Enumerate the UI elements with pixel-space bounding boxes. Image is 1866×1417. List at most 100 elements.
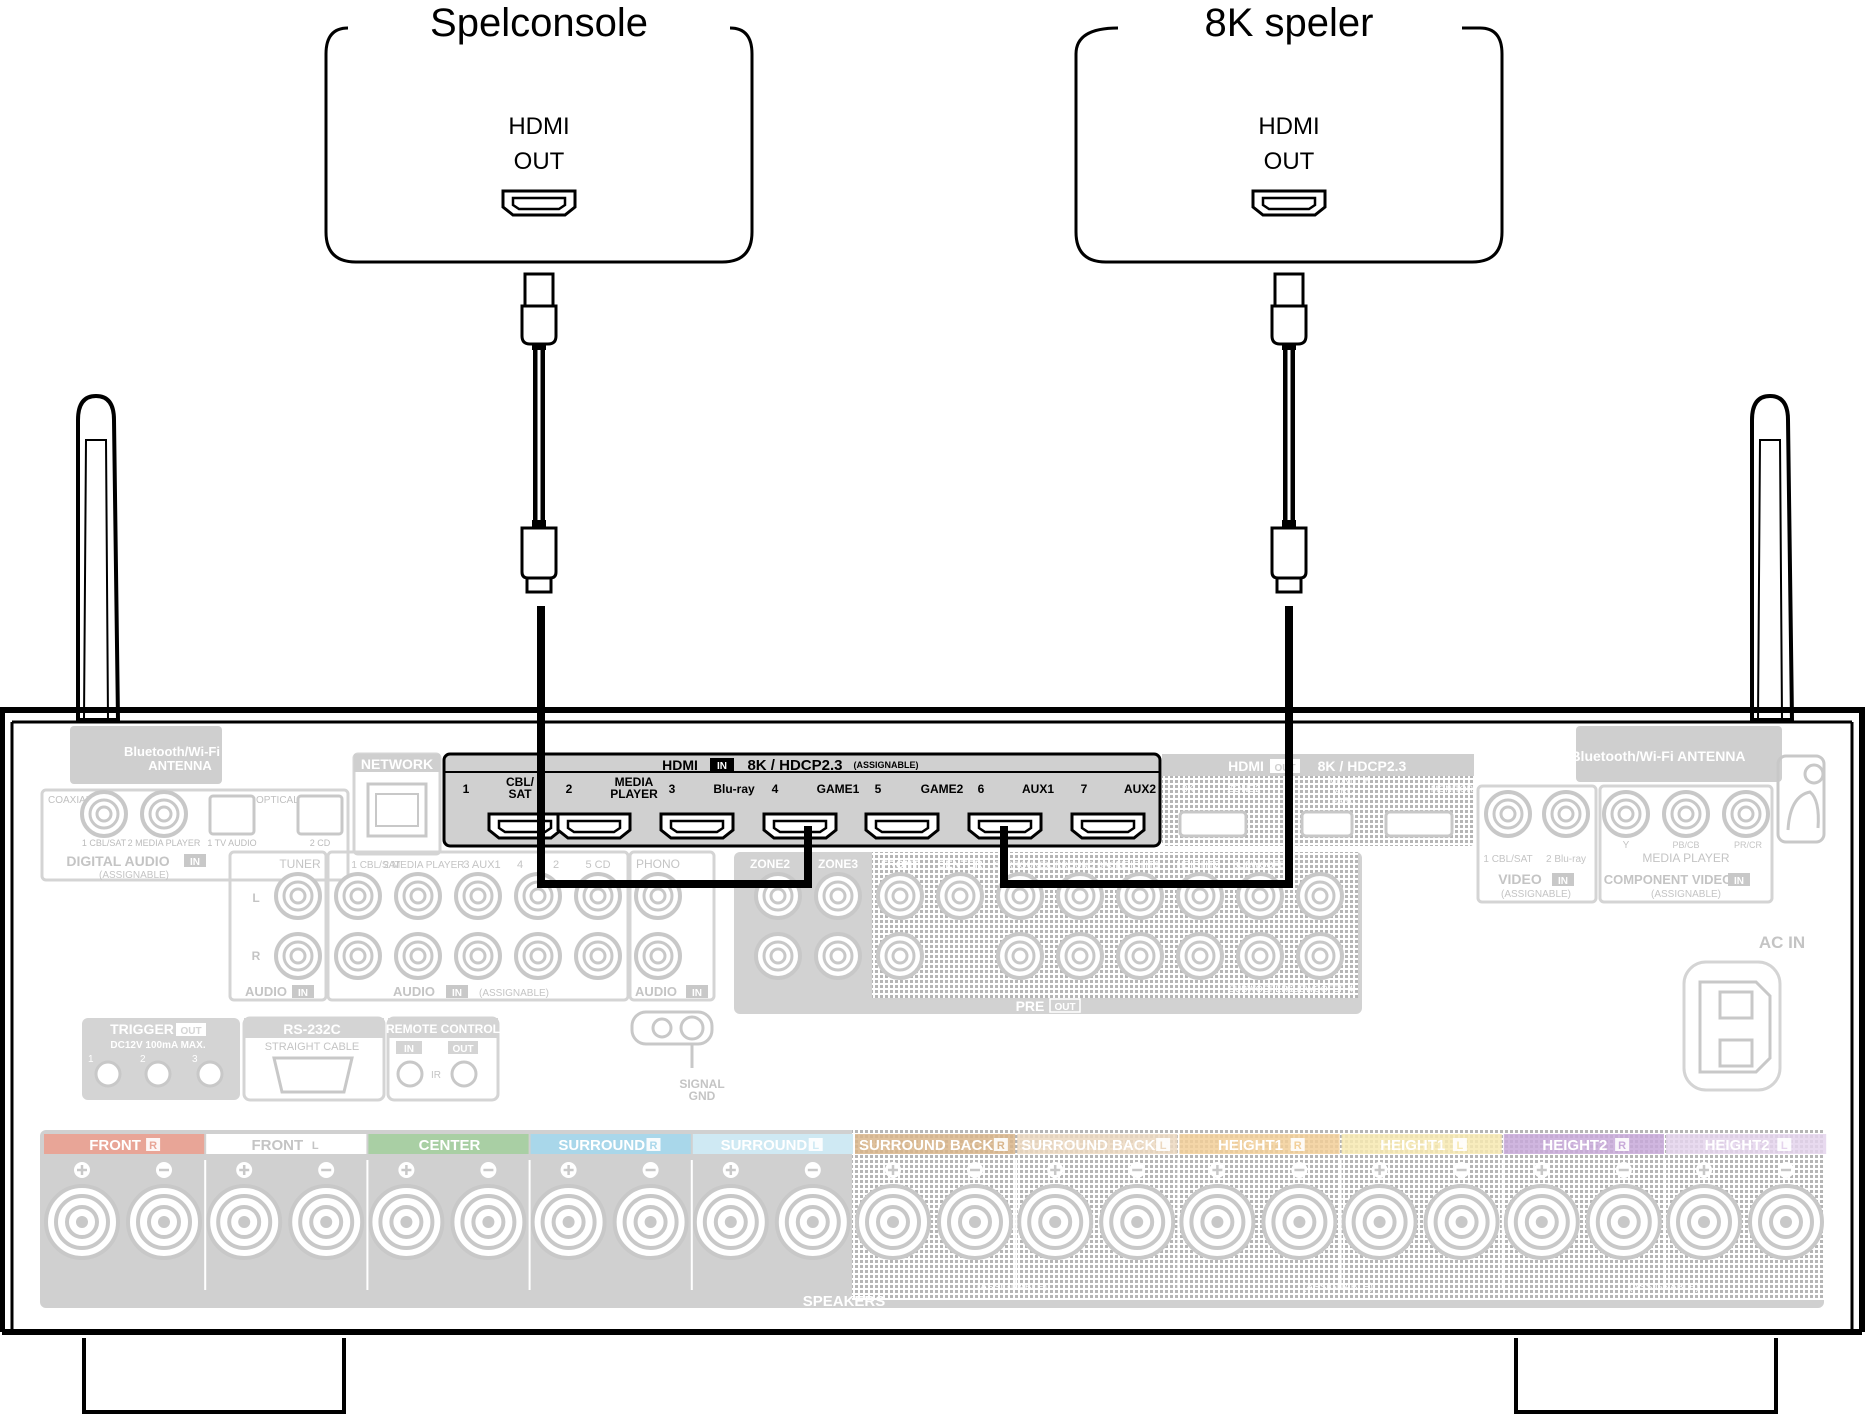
speaker-terminal[interactable] xyxy=(774,1184,851,1260)
hdmi-input-port-5[interactable] xyxy=(864,812,940,840)
speaker-side-label: R xyxy=(149,1140,157,1152)
speaker-terminal[interactable] xyxy=(1261,1184,1338,1260)
hdmi-input-name: Blu-ray xyxy=(713,782,755,796)
speaker-terminal[interactable] xyxy=(612,1184,689,1260)
signal-gnd-terminal[interactable] xyxy=(630,1010,714,1068)
port-label: OUT xyxy=(514,148,565,175)
speaker-terminal[interactable] xyxy=(1341,1184,1418,1260)
remote-control-label: REMOTE CONTROL xyxy=(386,1022,500,1036)
speaker-terminal[interactable] xyxy=(126,1184,202,1260)
video-in-port[interactable] xyxy=(1542,790,1590,838)
speaker-channel-label: SURROUND xyxy=(721,1137,808,1154)
port-label: 2 xyxy=(553,859,559,871)
pre-out-port[interactable] xyxy=(1236,932,1284,980)
audio-in-port[interactable] xyxy=(334,872,382,920)
trigger-spec: DC12V 100mA MAX. xyxy=(110,1040,205,1051)
speaker-header xyxy=(206,1134,367,1154)
in-badge: IN xyxy=(404,1044,414,1055)
audio-in-port[interactable] xyxy=(334,932,382,980)
speaker-terminal[interactable] xyxy=(937,1184,1013,1260)
video-label: VIDEO xyxy=(1498,871,1542,887)
speaker-terminal[interactable] xyxy=(1503,1184,1580,1260)
receiver-chassis xyxy=(0,707,1865,1414)
speaker-side-badge xyxy=(308,1138,323,1151)
pre-out-port[interactable] xyxy=(1116,932,1164,980)
zone3-port[interactable] xyxy=(814,932,862,980)
audio-in-port[interactable] xyxy=(454,932,502,980)
speaker-terminal[interactable] xyxy=(1423,1184,1500,1260)
coaxial-port[interactable] xyxy=(80,790,128,838)
pre-out-port[interactable] xyxy=(1176,932,1224,980)
video-in-port[interactable] xyxy=(1484,790,1532,838)
component-port[interactable] xyxy=(1662,790,1710,838)
tuner-r-port[interactable] xyxy=(274,932,322,980)
port-label: 2 xyxy=(140,1054,146,1065)
speaker-header xyxy=(44,1134,205,1154)
hdmi-input-port-3[interactable] xyxy=(659,812,735,840)
out-badge: OUT xyxy=(1054,1002,1075,1013)
pre-out-port[interactable] xyxy=(1296,932,1344,980)
device-title: 8K speler xyxy=(1205,1,1374,45)
speaker-terminal[interactable] xyxy=(530,1184,607,1260)
audio-in-port[interactable] xyxy=(394,872,442,920)
speaker-terminal[interactable] xyxy=(1666,1184,1742,1260)
component-port[interactable] xyxy=(1722,790,1770,838)
port-label: 2 CD xyxy=(310,838,331,848)
speaker-terminal[interactable] xyxy=(44,1184,120,1260)
zone2-port[interactable] xyxy=(754,932,802,980)
speaker-side-label: R xyxy=(1618,1140,1626,1152)
phono-r-port[interactable] xyxy=(634,932,682,980)
hdmi-out-heading: HDMI xyxy=(1228,758,1264,774)
hdmi-cable-game-console xyxy=(520,272,812,888)
zone3-label: ZONE3 xyxy=(818,857,858,871)
phono-label: PHONO xyxy=(636,857,680,871)
port-label: Y xyxy=(1623,840,1630,851)
speaker-channel-label: HEIGHT1 xyxy=(1380,1137,1445,1154)
pre-out-port[interactable] xyxy=(1296,872,1344,920)
zone3-port[interactable] xyxy=(814,872,862,920)
speaker-terminal[interactable] xyxy=(288,1184,365,1260)
audio-in-port[interactable] xyxy=(394,932,442,980)
speaker-terminal[interactable] xyxy=(368,1184,445,1260)
hdmi-input-number: 3 xyxy=(669,782,676,796)
speaker-channel-label: HEIGHT2 xyxy=(1705,1137,1770,1154)
pre-out-port[interactable] xyxy=(996,932,1044,980)
speaker-terminal[interactable] xyxy=(1099,1184,1176,1260)
pre-channel-label: SURROUND xyxy=(994,860,1047,870)
network-label: NETWORK xyxy=(361,756,433,772)
tuner-l-port[interactable] xyxy=(274,872,322,920)
media-player-label: MEDIA PLAYER xyxy=(1642,851,1729,865)
hdmi-out-port[interactable] xyxy=(1251,189,1327,217)
audio-in-port[interactable] xyxy=(514,932,562,980)
port-label: 3 xyxy=(192,1054,198,1065)
speaker-side-badge xyxy=(1156,1138,1171,1151)
device-8k-player: 8K speler HDMI OUT xyxy=(1074,1,1504,264)
speaker-terminal[interactable] xyxy=(855,1184,931,1260)
ac-inlet[interactable] xyxy=(1682,960,1782,1092)
hdmi-input-port-1[interactable] xyxy=(487,812,563,840)
speaker-terminal[interactable] xyxy=(1179,1184,1256,1260)
component-port[interactable] xyxy=(1602,790,1650,838)
pre-out-port[interactable] xyxy=(876,932,924,980)
hdmi-input-port-4[interactable] xyxy=(762,812,838,840)
hdmi-input-port-7[interactable] xyxy=(1070,812,1146,840)
speaker-terminal[interactable] xyxy=(1748,1184,1824,1260)
speaker-side-label: R xyxy=(650,1140,658,1152)
audio-in-port[interactable] xyxy=(574,932,622,980)
speaker-terminal[interactable] xyxy=(206,1184,283,1260)
coaxial-port[interactable] xyxy=(140,790,188,838)
speaker-terminal[interactable] xyxy=(450,1184,527,1260)
speaker-terminal[interactable] xyxy=(692,1184,769,1260)
pre-out-port[interactable] xyxy=(936,872,984,920)
right-channel-label: R xyxy=(252,949,261,963)
pre-out-port[interactable] xyxy=(1056,932,1104,980)
hdmi-out-port-label: ZONE2 xyxy=(1227,784,1261,795)
hdmi-input-port-2[interactable] xyxy=(556,812,632,840)
speaker-terminal[interactable] xyxy=(1585,1184,1662,1260)
speaker-terminal[interactable] xyxy=(1017,1184,1094,1260)
hdmi-out-port[interactable] xyxy=(501,189,577,217)
audio-in-port[interactable] xyxy=(454,872,502,920)
zone2-label: ZONE2 xyxy=(750,857,790,871)
pre-out-port[interactable] xyxy=(876,872,924,920)
